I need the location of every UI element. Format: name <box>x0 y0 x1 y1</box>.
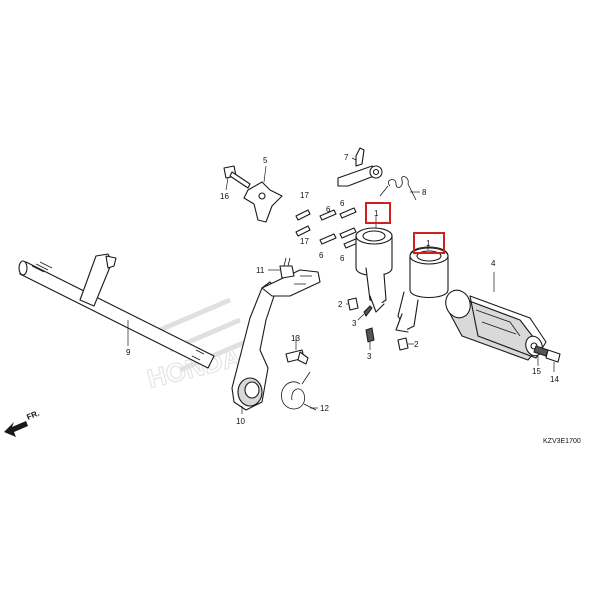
front-direction-indicator: FR. <box>4 409 41 437</box>
callout-17-upper: 17 <box>300 191 309 200</box>
callout-14: 14 <box>550 375 559 384</box>
callout-16: 16 <box>220 192 229 201</box>
part-8-spring <box>379 176 420 201</box>
callout-6-c: 6 <box>319 251 324 260</box>
part-7-stopper-arm <box>337 147 383 187</box>
part-2-guide-pin-upper <box>346 297 359 311</box>
callout-6-a: 6 <box>326 205 331 214</box>
diagram-code: KZV3E1700 <box>543 438 581 445</box>
highlight-box-part-1-right <box>413 232 445 254</box>
callout-11: 11 <box>256 266 265 275</box>
highlight-box-part-1-left <box>365 202 391 224</box>
callout-4: 4 <box>491 259 496 268</box>
front-arrow-icon <box>4 421 28 437</box>
callout-9: 9 <box>126 348 131 357</box>
part-2-guide-pin-lower <box>397 337 414 351</box>
part-16-bolt <box>223 165 251 191</box>
part-6-pins <box>319 207 361 249</box>
part-17-pins <box>295 209 311 237</box>
callout-labels: 1 1 2 2 3 3 4 5 6 6 6 6 7 8 9 10 11 12 1… <box>126 153 559 426</box>
callout-7: 7 <box>344 153 349 162</box>
callout-17-lower: 17 <box>300 237 309 246</box>
part-13-pin <box>285 336 309 365</box>
callout-13: 13 <box>291 334 300 343</box>
part-11-spring-pin <box>268 257 295 279</box>
callout-3-upper: 3 <box>352 319 357 328</box>
callout-10: 10 <box>236 417 245 426</box>
callout-2-upper: 2 <box>338 300 343 309</box>
part-9-shift-spindle <box>18 253 215 369</box>
callout-6-b: 6 <box>340 199 345 208</box>
callout-8: 8 <box>422 188 427 197</box>
callout-2-lower: 2 <box>414 340 419 349</box>
callout-1-left: 1 <box>374 209 379 218</box>
part-1-shift-fork-right <box>395 244 449 333</box>
part-5-stopper-plate <box>243 165 283 223</box>
callout-1-right: 1 <box>426 239 431 248</box>
callout-6-d: 6 <box>340 254 345 263</box>
callout-15: 15 <box>532 367 541 376</box>
part-4-shift-drum <box>445 272 547 361</box>
part-3-pin-lower <box>365 327 375 350</box>
part-12-return-spring <box>281 371 318 411</box>
callout-12: 12 <box>320 404 329 413</box>
part-1-shift-fork-left <box>355 216 393 313</box>
part-14-pin <box>545 349 561 372</box>
part-10-shift-arm <box>231 269 321 414</box>
callout-3-lower: 3 <box>367 352 372 361</box>
part-3-pin-upper <box>357 305 373 321</box>
callout-5: 5 <box>263 156 268 165</box>
front-direction-label: FR. <box>25 409 40 422</box>
